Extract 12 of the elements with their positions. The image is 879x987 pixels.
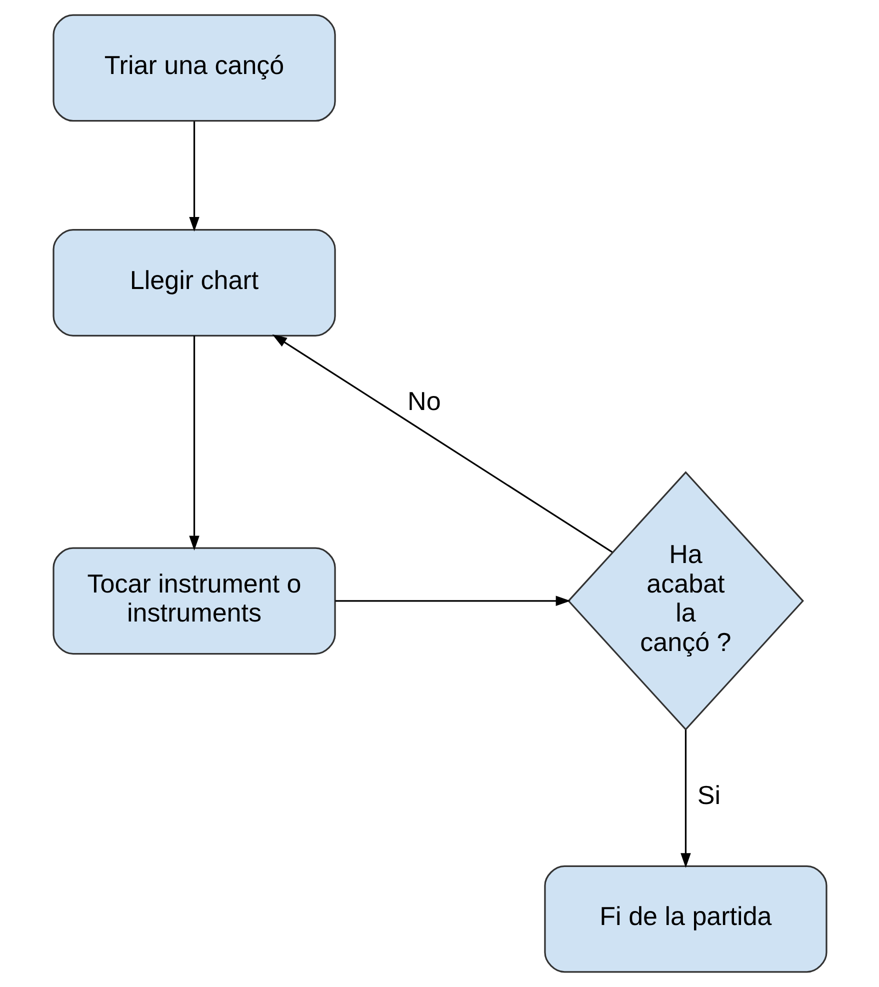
edge-label: Si [696, 780, 720, 810]
arrow [272, 334, 612, 553]
node-box: Triar una cançó [52, 14, 336, 122]
arrow [188, 121, 199, 232]
node-box: Tocar instrument o instruments [52, 547, 336, 655]
node-box: Llegir chart [52, 229, 336, 336]
arrow [334, 596, 570, 606]
arrow [188, 336, 199, 550]
edge-label: No [407, 386, 440, 416]
node-box: Fi de la partida [544, 865, 827, 973]
node-diamond: Ha acabat la cançó ? [566, 471, 804, 731]
arrow [680, 730, 690, 868]
